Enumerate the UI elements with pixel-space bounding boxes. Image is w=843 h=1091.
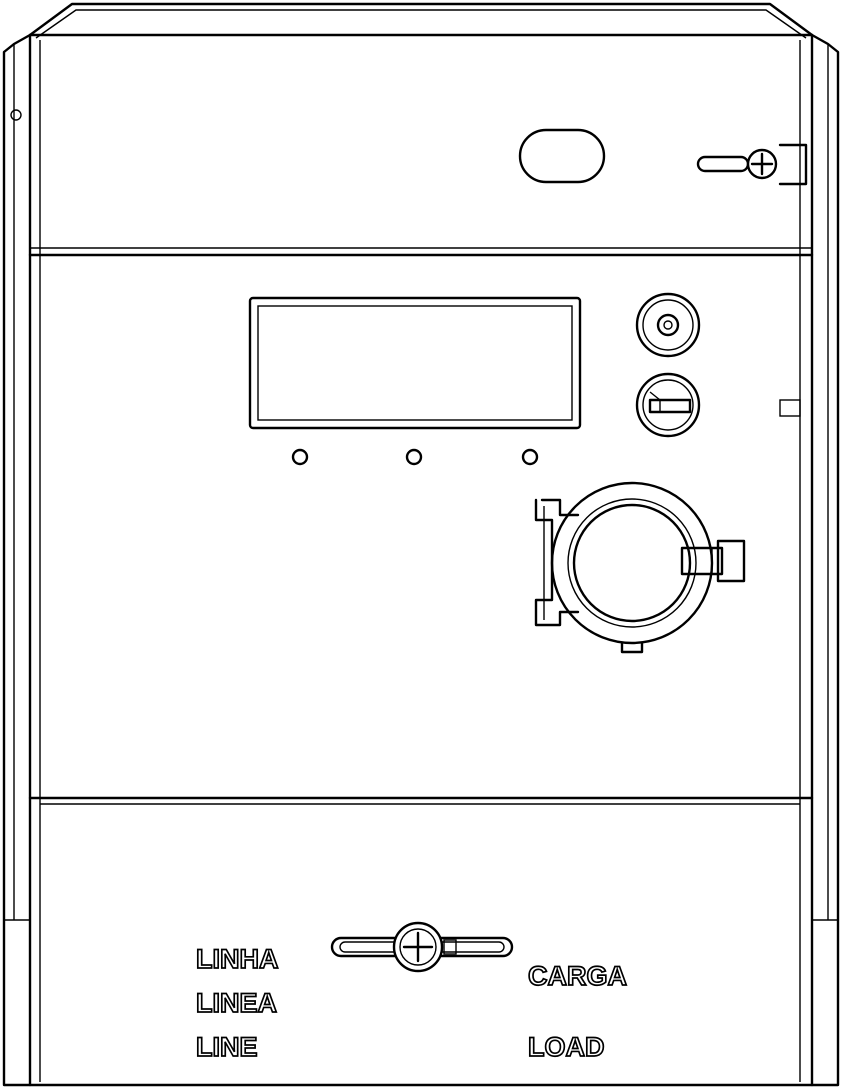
label-line-en: LINE xyxy=(196,1032,258,1062)
seal-screw-top xyxy=(696,143,808,186)
indicator-led-2 xyxy=(405,448,423,466)
label-load-pt-es: CARGA xyxy=(528,961,627,991)
label-line-pt: LINHA xyxy=(196,944,279,974)
indicator-led-1 xyxy=(291,448,309,466)
sealable-button xyxy=(635,372,701,438)
push-button xyxy=(635,292,701,358)
oval-window xyxy=(518,128,606,184)
top-cover xyxy=(28,38,814,257)
label-load-en: LOAD xyxy=(528,1032,605,1062)
lcd-display xyxy=(248,296,582,430)
seal-screw-terminal xyxy=(330,921,514,973)
optical-port xyxy=(534,481,746,654)
label-line-es: LINEA xyxy=(196,988,277,1018)
terminal-cover xyxy=(28,796,814,973)
mounting-hole xyxy=(10,109,22,121)
terminal-labels: LINHA LINEA LINE CARGA LOAD xyxy=(195,943,628,1063)
side-notch xyxy=(779,399,801,417)
indicator-led-3 xyxy=(521,448,539,466)
